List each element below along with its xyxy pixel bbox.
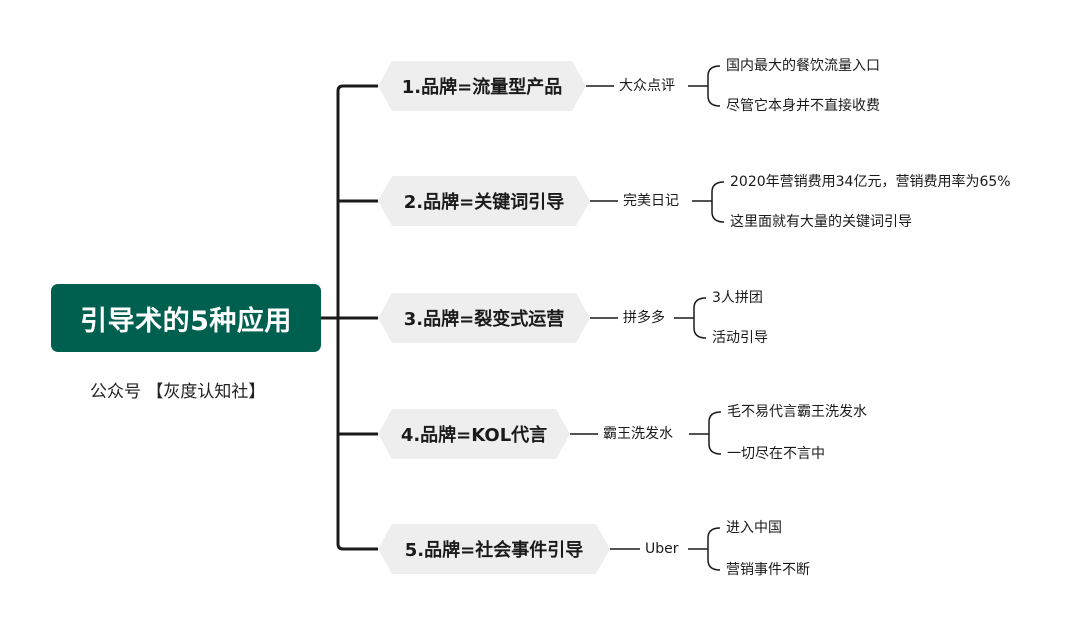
branch-node-5: 5.品牌=社会事件引导: [378, 524, 610, 574]
branch-node-1: 1.品牌=流量型产品: [378, 61, 586, 111]
leaf-5-2: 营销事件不断: [726, 562, 810, 578]
branch-label: 1.品牌=流量型产品: [401, 77, 563, 98]
subtitle: 公众号 【灰度认知社】: [90, 382, 266, 402]
branch-label: 2.品牌=关键词引导: [403, 192, 565, 213]
branch-label: 4.品牌=KOL代言: [400, 425, 548, 446]
branch-label: 5.品牌=社会事件引导: [404, 540, 584, 561]
branch-label: 3.品牌=裂变式运营: [403, 309, 565, 330]
root-node: 引导术的5种应用: [51, 284, 321, 352]
example-3: 拼多多: [623, 310, 665, 326]
leaf-4-1: 毛不易代言霸王洗发水: [727, 404, 867, 420]
leaf-1-1: 国内最大的餐饮流量入口: [726, 58, 880, 74]
leaf-4-2: 一切尽在不言中: [727, 446, 825, 462]
branch-node-3: 3.品牌=裂变式运营: [378, 293, 590, 343]
example-5: Uber: [645, 541, 679, 557]
leaf-2-2: 这里面就有大量的关键词引导: [730, 214, 912, 230]
bracket-4: [708, 411, 722, 455]
leaf-1-2: 尽管它本身并不直接收费: [726, 98, 880, 114]
leaf-3-1: 3人拼团: [712, 290, 763, 306]
root-title: 引导术的5种应用: [80, 305, 292, 337]
bracket-1: [707, 65, 721, 107]
example-2: 完美日记: [623, 193, 679, 209]
bracket-2: [711, 181, 725, 223]
leaf-3-2: 活动引导: [712, 330, 768, 346]
branch-node-2: 2.品牌=关键词引导: [378, 176, 590, 226]
example-4: 霸王洗发水: [603, 426, 673, 442]
branch-node-4: 4.品牌=KOL代言: [378, 409, 570, 459]
example-1: 大众点评: [619, 78, 675, 94]
leaf-5-1: 进入中国: [726, 520, 782, 536]
bracket-5: [707, 527, 721, 571]
bracket-3: [693, 297, 707, 339]
leaf-2-1: 2020年营销费用34亿元，营销费用率为65%: [730, 174, 1011, 190]
